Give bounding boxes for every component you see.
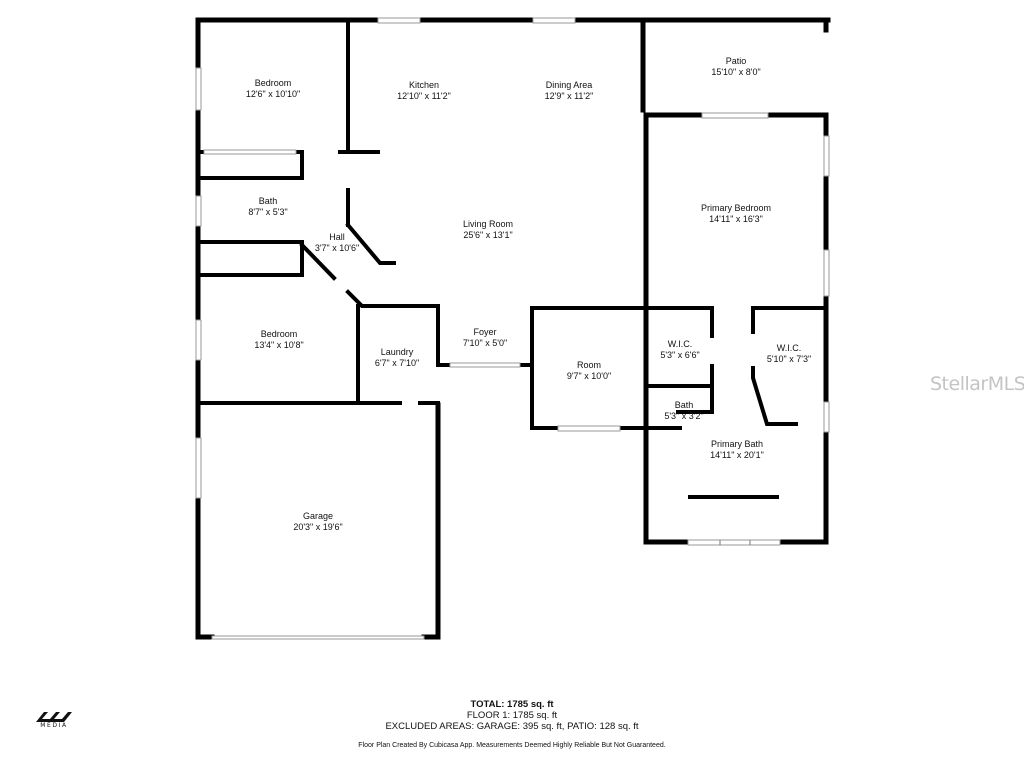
room-name: Dining Area	[545, 80, 593, 90]
room-name: Bath	[258, 196, 278, 206]
floor-area: FLOOR 1: 1785 sq. ft	[466, 710, 558, 721]
room-label-bedroom-2: Bedroom 13'4" x 10'8"	[254, 329, 303, 351]
room-dimensions: 12'9" x 11'2"	[544, 91, 594, 101]
room-name: Kitchen	[408, 80, 440, 90]
room-dimensions: 5'10" x 7'3"	[766, 354, 812, 364]
room-name: Primary Bedroom	[700, 203, 772, 213]
room-label-room: Room 9'7" x 10'0"	[567, 360, 611, 382]
room-label-dining: Dining Area 12'9" x 11'2"	[545, 80, 594, 102]
room-name: W.I.C.	[776, 343, 802, 353]
window-ticks	[719, 540, 751, 545]
room-dimensions: 20'3" x 19'6"	[293, 522, 343, 532]
brand-logo-icon	[36, 712, 72, 722]
room-name: Bath	[674, 400, 694, 410]
room-name: Primary Bath	[710, 439, 764, 449]
room-dimensions: 5'3" x 3'2"	[664, 411, 704, 421]
windows	[195, 17, 830, 640]
total-area: TOTAL: 1785 sq. ft	[470, 699, 554, 710]
room-name: Patio	[725, 56, 747, 66]
stellar-mls-watermark: StellarMLS	[930, 373, 1024, 395]
room-dimensions: 13'4" x 10'8"	[254, 340, 304, 350]
room-dimensions: 25'6" x 13'1"	[463, 230, 513, 240]
room-name: Room	[576, 360, 602, 370]
room-dimensions: 15'10" x 8'0"	[711, 67, 761, 77]
room-dimensions: 12'6" x 10'10"	[245, 89, 301, 99]
room-dimensions: 3'7" x 10'6"	[314, 243, 360, 253]
room-label-kitchen: Kitchen 12'10" x 11'2"	[397, 80, 451, 102]
room-name: Laundry	[380, 347, 414, 357]
area-totals: TOTAL: 1785 sq. ft FLOOR 1: 1785 sq. ft …	[0, 699, 1024, 732]
room-label-primary-bedroom: Primary Bedroom 14'11" x 16'3"	[701, 203, 771, 225]
room-label-hall: Hall 3'7" x 10'6"	[315, 232, 359, 254]
room-label-garage: Garage 20'3" x 19'6"	[293, 511, 342, 533]
room-dimensions: 14'11" x 20'1"	[710, 450, 764, 460]
room-name: Hall	[329, 232, 345, 242]
room-dimensions: 14'11" x 16'3"	[709, 214, 763, 224]
room-label-laundry: Laundry 6'7" x 7'10"	[375, 347, 419, 369]
room-dimensions: 7'10" x 5'0"	[462, 338, 508, 348]
room-name: Bedroom	[260, 329, 298, 339]
room-label-wic-1: W.I.C. 5'3" x 6'6"	[660, 339, 699, 361]
room-dimensions: 5'3" x 6'6"	[660, 350, 700, 360]
room-label-living: Living Room 25'6" x 13'1"	[463, 219, 513, 241]
room-dimensions: 9'7" x 10'0"	[566, 371, 612, 381]
room-label-bath-1: Bath 8'7" x 5'3"	[248, 196, 287, 218]
room-label-patio: Patio 15'10" x 8'0"	[711, 56, 760, 78]
room-name: Bedroom	[254, 78, 292, 88]
room-name: W.I.C.	[667, 339, 693, 349]
room-name: Garage	[302, 511, 334, 521]
disclaimer: Floor Plan Created By Cubicasa App. Meas…	[358, 742, 666, 749]
room-name: Foyer	[473, 327, 497, 337]
excluded-areas: EXCLUDED AREAS: GARAGE: 395 sq. ft, PATI…	[385, 721, 639, 732]
room-dimensions: 12'10" x 11'2"	[397, 91, 451, 101]
room-name: Living Room	[462, 219, 514, 229]
room-label-foyer: Foyer 7'10" x 5'0"	[463, 327, 507, 349]
brand-logo-text: MEDIA	[40, 722, 68, 729]
room-label-primary-bath: Primary Bath 14'11" x 20'1"	[710, 439, 764, 461]
room-label-bath-2: Bath 5'3" x 3'2"	[664, 400, 703, 422]
room-dimensions: 6'7" x 7'10"	[374, 358, 420, 368]
room-label-bedroom-1: Bedroom 12'6" x 10'10"	[246, 78, 300, 100]
room-dimensions: 8'7" x 5'3"	[248, 207, 288, 217]
room-label-wic-2: W.I.C. 5'10" x 7'3"	[767, 343, 811, 365]
